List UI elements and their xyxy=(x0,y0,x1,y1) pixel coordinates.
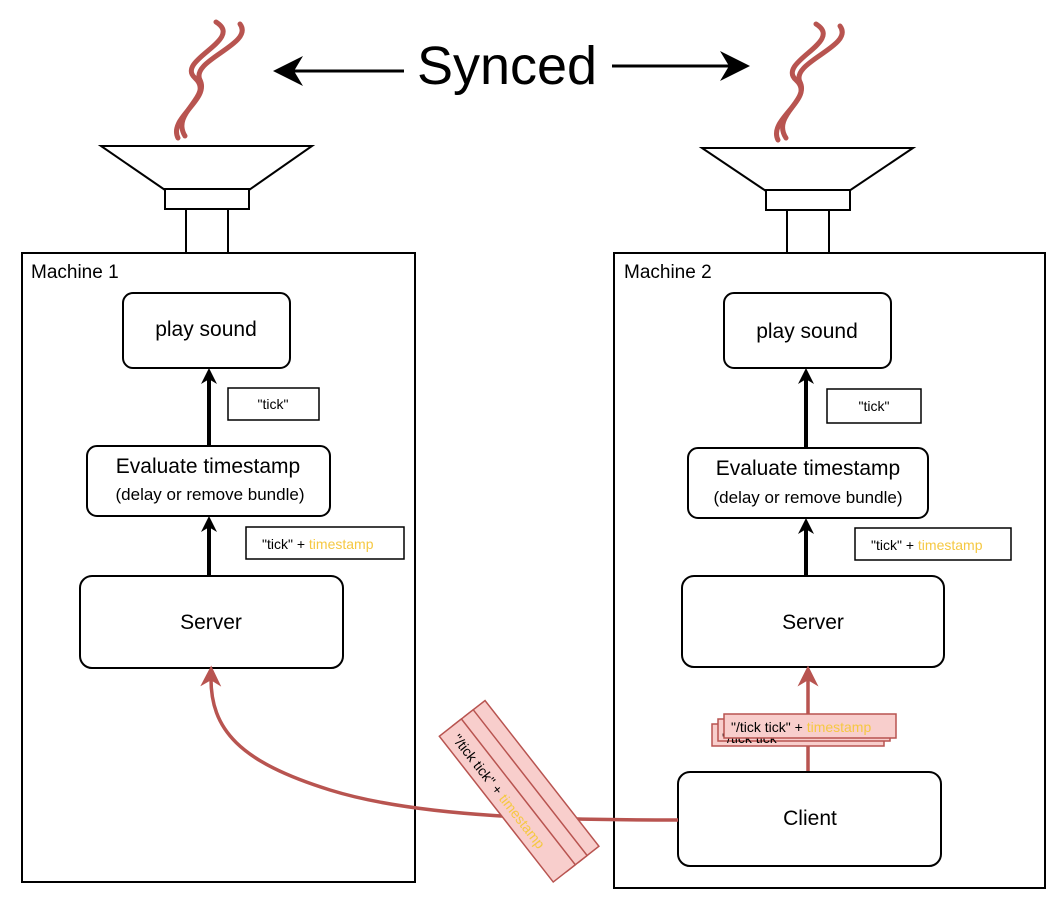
speaker-1-cone-icon xyxy=(97,145,316,191)
machine-1-evaluate-node: Evaluate timestamp (delay or remove bund… xyxy=(86,445,331,517)
packets-in-transit: "/tick tick" + timestamp xyxy=(438,699,600,884)
machine-2-msg-tick-label: "tick" xyxy=(859,398,890,414)
machine-1-server-node: Server xyxy=(79,575,344,669)
speaker-1-stand xyxy=(185,208,229,254)
machine-2-msg-tick-ts-prefix: "tick" + xyxy=(871,537,918,553)
machine-2-evaluate-label: Evaluate timestamp xyxy=(716,457,900,480)
network-arrow-client-to-server-1 xyxy=(200,665,679,822)
machine-2-evaluate-node: Evaluate timestamp (delay or remove bund… xyxy=(687,447,929,519)
sound-wave-2-icon xyxy=(773,21,845,143)
machine-1-label: Machine 1 xyxy=(31,262,119,283)
speaker-1 xyxy=(97,19,316,254)
machine-2: Machine 2 play sound "tick" Evaluate tim… xyxy=(613,252,1046,889)
machine-1-msg-tick-ts-prefix: "tick" + xyxy=(262,536,309,552)
speaker-2-neck xyxy=(765,189,851,211)
machine-1-msg-tick-label: "tick" xyxy=(258,396,289,412)
speaker-2-cone-icon xyxy=(698,147,917,192)
machine-1-msg-tick-ts-accent: timestamp xyxy=(309,536,374,552)
machine-1-msg-tick-timestamp: "tick" + timestamp xyxy=(245,526,405,560)
synced-title: Synced xyxy=(417,36,597,96)
machine-2-server-node: Server xyxy=(681,575,945,668)
svg-text:"/tick tick" + timestamp: "/tick tick" + timestamp xyxy=(731,719,871,735)
machine-2-packet-stack: "/tick tick" "/tick tick" + timestamp xyxy=(711,713,897,747)
machine-1-frame xyxy=(21,252,416,883)
svg-text:"tick" + timestamp: "tick" + timestamp xyxy=(871,537,983,553)
machine-2-play-sound-node: play sound xyxy=(723,292,892,369)
machine-1-evaluate-label: Evaluate timestamp xyxy=(116,455,300,478)
machine-2-frame xyxy=(613,252,1046,889)
machine-1-play-sound-node: play sound xyxy=(122,292,291,369)
machine-1: Machine 1 play sound "tick" Evaluate tim… xyxy=(21,252,416,883)
machine-2-msg-tick: "tick" xyxy=(826,388,922,424)
machine-2-evaluate-sublabel: (delay or remove bundle) xyxy=(714,488,903,507)
svg-text:"tick" + timestamp: "tick" + timestamp xyxy=(262,536,374,552)
sound-wave-1-icon xyxy=(173,19,245,141)
machine-1-play-sound-label: play sound xyxy=(155,318,257,341)
machine-2-packet-front-prefix: "/tick tick" + xyxy=(731,719,807,735)
machine-1-server-label: Server xyxy=(180,611,242,634)
machine-2-client-node: Client xyxy=(677,771,942,867)
speaker-2-stand xyxy=(786,209,830,254)
machine-2-packet-front-accent: timestamp xyxy=(807,719,872,735)
machine-2-msg-tick-ts-accent: timestamp xyxy=(918,537,983,553)
machine-2-msg-tick-timestamp: "tick" + timestamp xyxy=(854,527,1012,561)
speaker-2 xyxy=(698,21,917,254)
speaker-1-neck xyxy=(164,188,250,210)
machine-1-msg-tick: "tick" xyxy=(227,387,320,421)
machine-2-play-sound-label: play sound xyxy=(756,320,858,343)
synced-header: Synced xyxy=(273,36,750,96)
machine-2-server-label: Server xyxy=(782,611,844,634)
machine-2-label: Machine 2 xyxy=(624,262,712,283)
transit-packet-front xyxy=(438,717,577,884)
machine-2-client-label: Client xyxy=(783,807,837,830)
machine-1-evaluate-sublabel: (delay or remove bundle) xyxy=(116,485,305,504)
machine-2-packet-front xyxy=(723,713,897,739)
